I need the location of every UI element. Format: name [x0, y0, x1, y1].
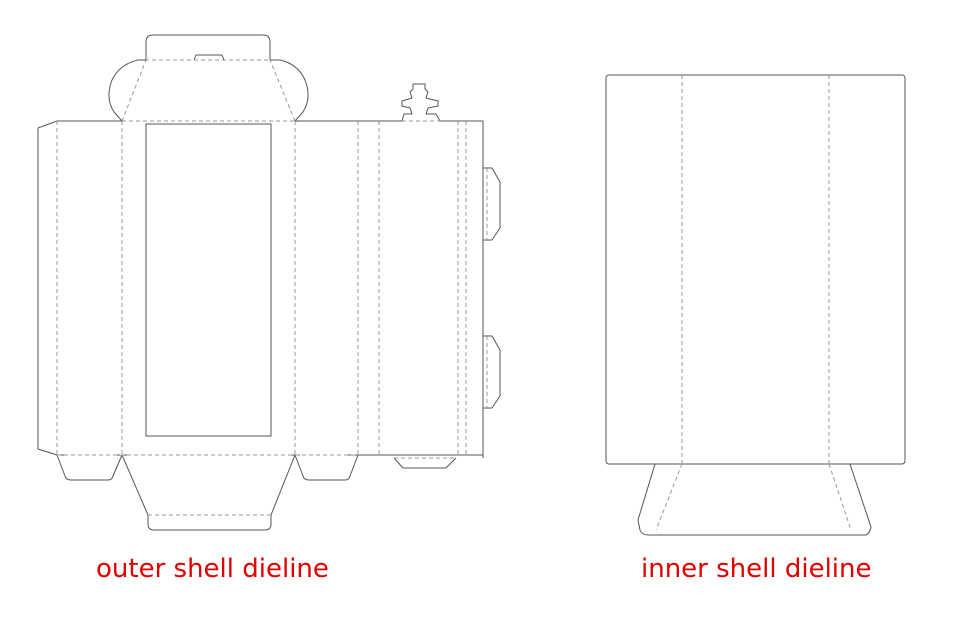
outer-lid-side-fold — [121, 59, 296, 122]
outer-glue-flap — [37, 120, 58, 456]
outer-shell-dieline — [37, 34, 501, 531]
outer-body-top-edge-3 — [440, 120, 484, 458]
outer-top-lid — [145, 34, 271, 60]
outer-bottom-main-flap — [121, 454, 296, 531]
outer-dust-flap-right — [270, 59, 309, 122]
inner-shell-dieline — [605, 74, 906, 536]
inner-bottom-flap-fold — [655, 463, 852, 531]
outer-bottom-dust-flap-left — [56, 454, 123, 481]
outer-side-tab-upper — [483, 167, 501, 241]
outer-shell-caption: outer shell dieline — [96, 554, 329, 584]
inner-bottom-flap — [637, 463, 872, 536]
outer-hang-tab — [401, 83, 441, 122]
inner-shell-caption: inner shell dieline — [641, 554, 872, 584]
outer-top-lid-tab — [193, 54, 225, 61]
outer-dust-flap-left — [108, 59, 146, 122]
outer-bottom-dust-flap-right — [294, 454, 359, 481]
inner-body-panel — [605, 74, 906, 465]
outer-bottom-small-tab — [393, 457, 457, 469]
outer-window-cutout — [145, 123, 272, 437]
outer-side-tab-lower — [483, 335, 501, 409]
outer-body-bottom-edge-4 — [348, 454, 484, 458]
